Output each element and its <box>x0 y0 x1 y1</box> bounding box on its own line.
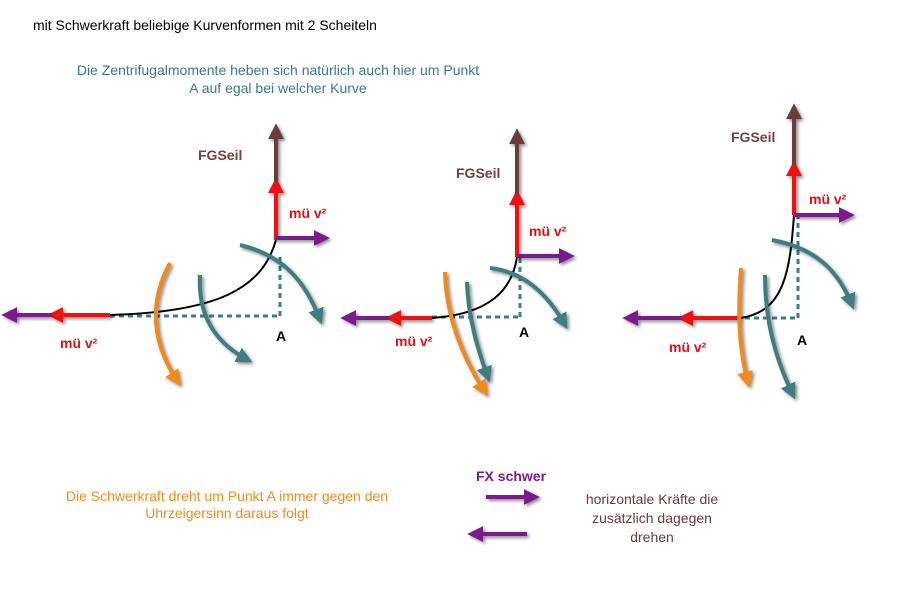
mu-v2-label: mü v² <box>809 191 847 207</box>
rope-curve <box>109 239 277 316</box>
subtitle-line-2: A auf egal bei welcher Kurve <box>189 80 367 96</box>
horizontal-forces-note-line-3: drehen <box>630 529 674 545</box>
mu-v2-label: mü v² <box>395 333 433 349</box>
figure-3: FGSeil mü v² mü v² A <box>622 103 856 400</box>
fgseil-label: FGSeil <box>456 165 500 181</box>
subtitle-line-1: Die Zentrifugalmomente heben sich natürl… <box>77 62 479 78</box>
fx-schwer-label: FX schwer <box>476 468 547 484</box>
fgseil-label: FGSeil <box>731 129 775 145</box>
figure-1: FGSeil mü v² mü v² A <box>1 123 330 386</box>
centrifugal-rotation-arrow-1 <box>465 281 492 383</box>
diagram-title: mit Schwerkraft beliebige Kurvenformen m… <box>33 17 377 33</box>
point-a-label: A <box>276 328 286 344</box>
rope-curve <box>739 214 795 319</box>
centrifugal-rotation-arrow-1 <box>763 274 796 400</box>
mu-v2-label: mü v² <box>60 335 98 351</box>
centrifugal-rotation-arrow-1 <box>197 274 253 363</box>
gravity-note-line-2: Uhrzeigersinn daraus folgt <box>145 505 309 521</box>
mu-v2-label: mü v² <box>529 223 567 239</box>
centrifugal-rotation-arrow-2 <box>239 243 324 325</box>
mu-v2-label: mü v² <box>289 205 327 221</box>
gravity-note-line-1: Die Schwerkraft dreht um Punkt A immer g… <box>66 488 388 504</box>
point-a-label: A <box>519 324 529 340</box>
point-a-label: A <box>797 332 807 348</box>
gravity-rotation-arrow <box>737 267 753 388</box>
gravity-rotation-arrow <box>443 271 488 397</box>
mu-v2-label: mü v² <box>669 339 707 355</box>
gravity-rotation-arrow <box>153 262 181 386</box>
figure-2: FGSeil mü v² mü v² A <box>340 128 575 397</box>
fgseil-label: FGSeil <box>198 147 242 163</box>
horizontal-forces-note-line-1: horizontale Kräfte die <box>586 491 719 507</box>
centrifugal-rotation-arrow-2 <box>489 266 568 330</box>
horizontal-forces-note-line-2: zusätzlich dagegen <box>592 510 712 526</box>
centrifugal-rotation-arrow-2 <box>771 238 856 310</box>
